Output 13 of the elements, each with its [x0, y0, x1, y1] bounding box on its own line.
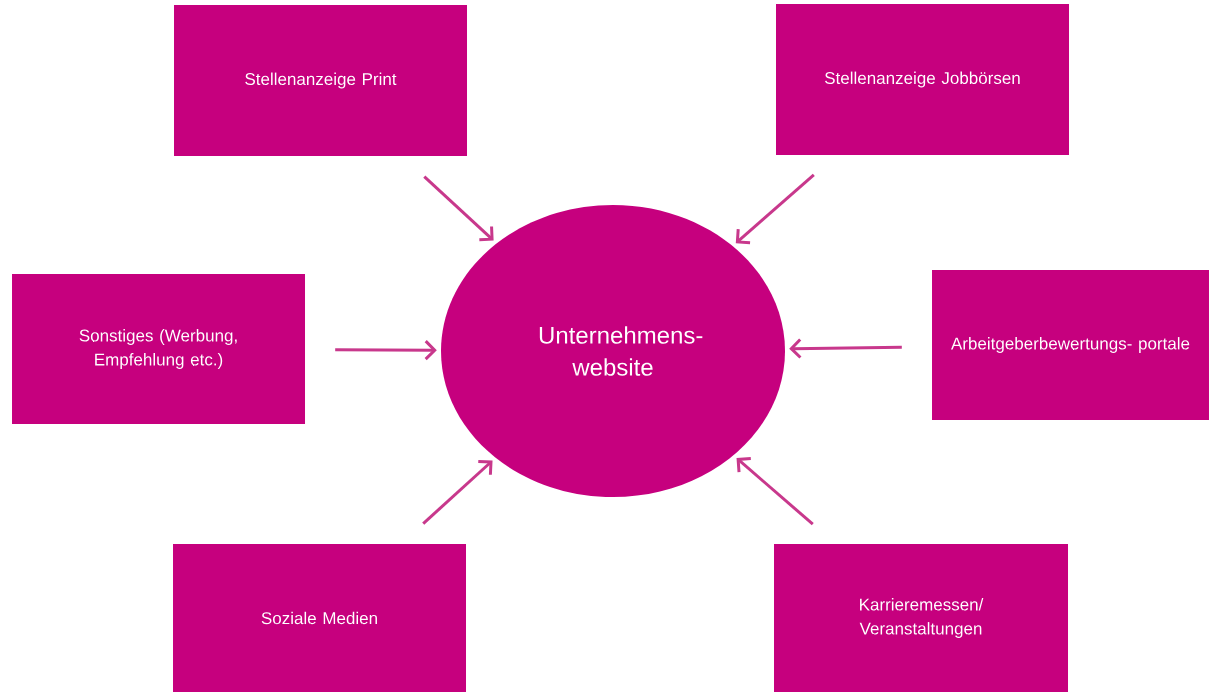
source-box: Stellenanzeige Print [174, 5, 467, 156]
arrow [736, 457, 814, 526]
arrow [735, 173, 815, 245]
arrow [422, 459, 493, 525]
source-box: Karrieremessen/ Veranstaltungen [774, 544, 1068, 692]
arrow [335, 340, 437, 361]
source-box: Stellenanzeige Jobbörsen [776, 4, 1069, 155]
arrow [423, 175, 494, 242]
source-box: Arbeitgeberbewertungs- portale [932, 270, 1209, 420]
arrow [789, 338, 902, 359]
source-box: Soziale Medien [173, 544, 466, 692]
source-box: Sonstiges (Werbung, Empfehlung etc.) [12, 274, 305, 424]
ellipse-node: Unternehmens- website [441, 205, 785, 497]
